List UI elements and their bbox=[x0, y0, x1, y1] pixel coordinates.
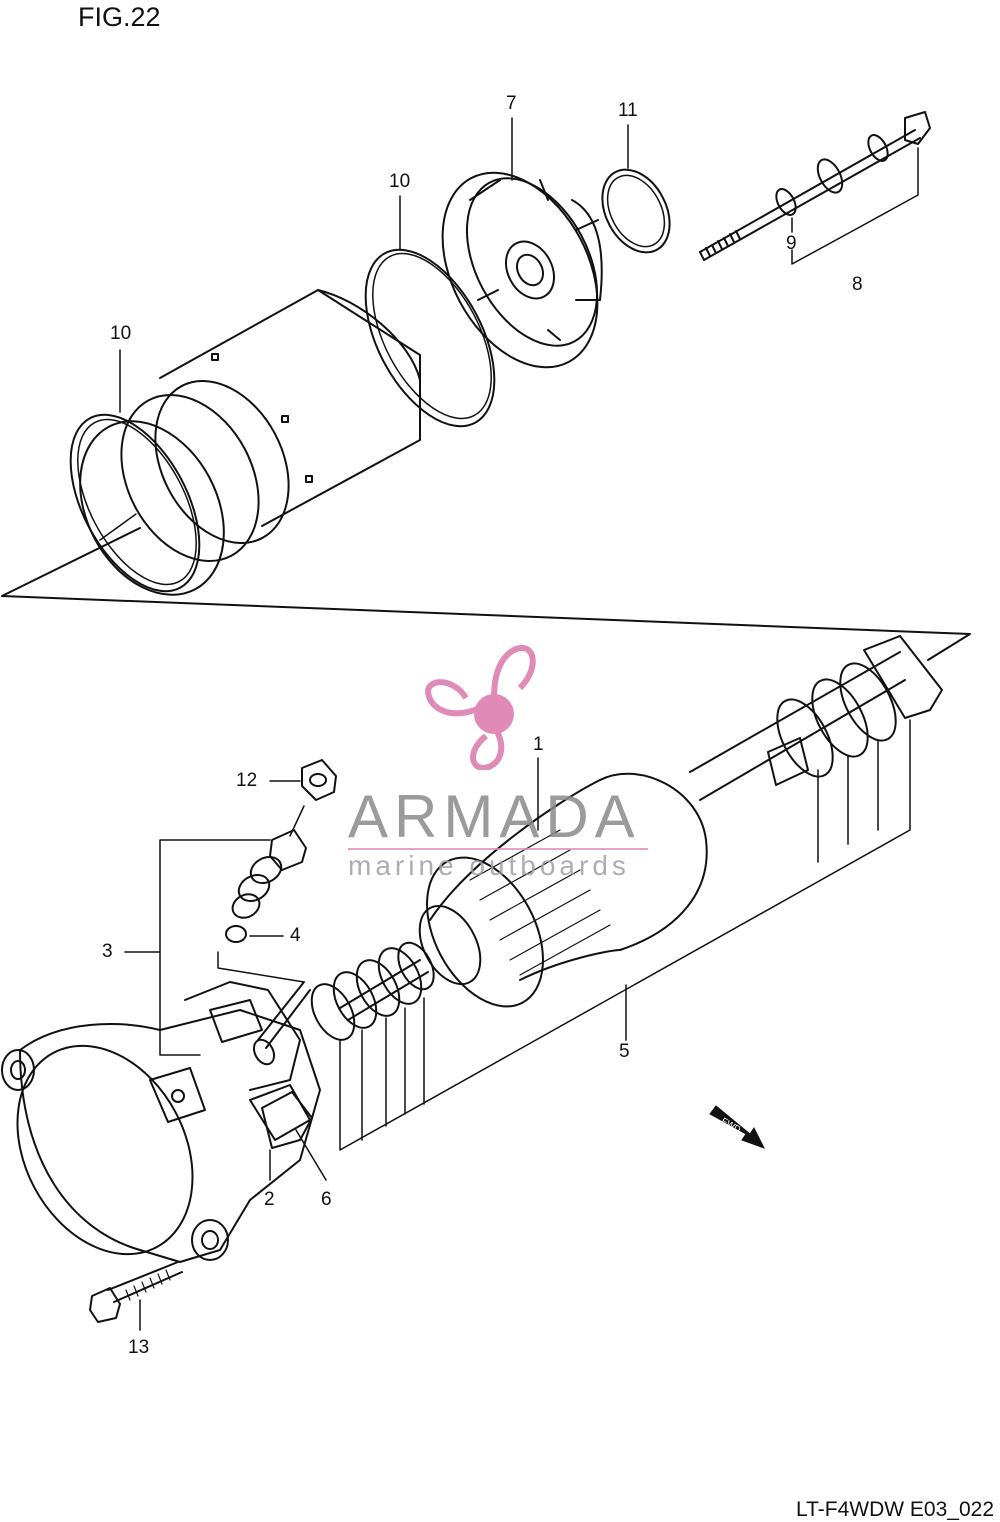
fwd-label: FWD bbox=[720, 1116, 743, 1135]
brush-6 bbox=[261, 1091, 313, 1149]
callout-6: 6 bbox=[321, 1189, 332, 1210]
washer-set-left bbox=[310, 941, 435, 1041]
o-ring-10-upper bbox=[364, 248, 496, 428]
end-cover-7 bbox=[441, 171, 603, 369]
armature-1 bbox=[339, 651, 906, 1021]
leader-5 bbox=[339, 719, 911, 1151]
callout-11: 11 bbox=[618, 100, 638, 121]
callout-3: 3 bbox=[102, 941, 113, 962]
leader-12 bbox=[269, 780, 305, 837]
leader-10-left-to-ring bbox=[99, 513, 137, 541]
callout-13: 13 bbox=[128, 1337, 150, 1358]
through-bolt-8 bbox=[699, 111, 931, 261]
bolt-13 bbox=[89, 1261, 183, 1323]
callout-10-upper: 10 bbox=[389, 171, 411, 192]
callout-5: 5 bbox=[619, 1041, 630, 1062]
washer-set-right bbox=[776, 635, 943, 778]
o-ring-11 bbox=[601, 168, 671, 254]
callout-1: 1 bbox=[533, 734, 544, 755]
figure-title: FIG.22 bbox=[78, 2, 161, 32]
o-ring-10-left bbox=[69, 413, 201, 593]
leader-3 bbox=[124, 839, 305, 1056]
leader-8 bbox=[791, 147, 919, 265]
callout-2: 2 bbox=[264, 1189, 275, 1210]
assembly-boundary-upper bbox=[1, 527, 971, 661]
callout-9: 9 bbox=[786, 233, 797, 254]
terminal-parts-3 bbox=[225, 759, 337, 1066]
callout-4: 4 bbox=[290, 925, 301, 946]
yoke-housing bbox=[79, 289, 421, 596]
sheet-code: LT-F4WDW E03_022 bbox=[795, 1498, 994, 1521]
leader-6 bbox=[295, 1129, 327, 1181]
callout-8: 8 bbox=[852, 274, 863, 295]
callout-7: 7 bbox=[506, 93, 517, 114]
fwd-arrow-icon: FWD bbox=[709, 1105, 766, 1149]
callout-12: 12 bbox=[236, 770, 258, 791]
callout-10-left: 10 bbox=[110, 323, 132, 344]
